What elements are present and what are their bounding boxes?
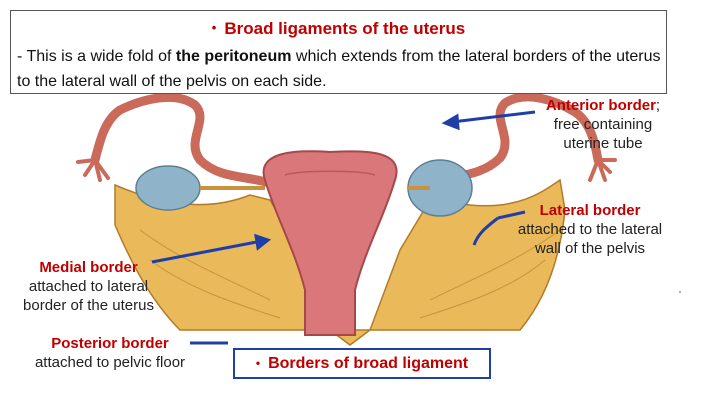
posterior-border-label: Posterior border attached to pelvic floo… (20, 334, 200, 372)
lateral-arrow-curve (472, 216, 499, 246)
lateral-border-title: Lateral border (539, 202, 641, 219)
medial-border-label: Medial border attached to lateral border… (6, 258, 171, 315)
anterior-border-tail: ; (655, 97, 661, 114)
borders-caption-box: • Borders of broad ligament (233, 348, 491, 379)
broad-ligament-sheet (114, 178, 566, 346)
lateral-arrow-line (497, 210, 526, 220)
definition-prefix: - This is a wide fold of (17, 48, 176, 65)
anterior-border-title: Anterior border (545, 97, 656, 114)
definition-suffix: which extends from the lateral borders o… (17, 48, 661, 90)
posterior-line-1: attached to pelvic floor (34, 354, 186, 371)
lateral-line-2: wall of the pelvis (534, 240, 646, 257)
medial-line-2: border of the uterus (23, 297, 154, 314)
lateral-border-label: Lateral border attached to the lateral w… (500, 201, 680, 258)
lateral-line-1: attached to the lateral (517, 221, 663, 238)
posterior-border-title: Posterior border (51, 335, 169, 352)
medial-arrowhead (254, 233, 272, 251)
medial-border-title: Medial border (39, 259, 138, 276)
header-title-text: Broad ligaments of the uterus (224, 19, 466, 38)
header-title: • Broad ligaments of the uterus (11, 19, 666, 39)
uterus (262, 150, 398, 336)
footer-bullet: • (255, 356, 261, 370)
anterior-line-2: uterine tube (563, 135, 643, 152)
left-uterine-tube (90, 92, 280, 190)
anterior-line-1: free containing (553, 116, 653, 133)
medial-line-1: attached to lateral (28, 278, 149, 295)
anterior-border-label: Anterior border; free containing uterine… (528, 96, 678, 153)
right-uterine-tube (420, 92, 603, 190)
left-ovary (135, 165, 201, 211)
definition-text: - This is a wide fold of the peritoneum … (17, 44, 662, 94)
medial-arrow (151, 239, 263, 264)
definition-box: • Broad ligaments of the uterus - This is… (10, 10, 667, 94)
header-bullet: • (211, 20, 217, 35)
footer-title: Borders of broad ligament (268, 355, 469, 372)
anterior-arrowhead (441, 113, 460, 131)
definition-bold: the peritoneum (175, 48, 292, 65)
anterior-arrow (451, 110, 536, 124)
